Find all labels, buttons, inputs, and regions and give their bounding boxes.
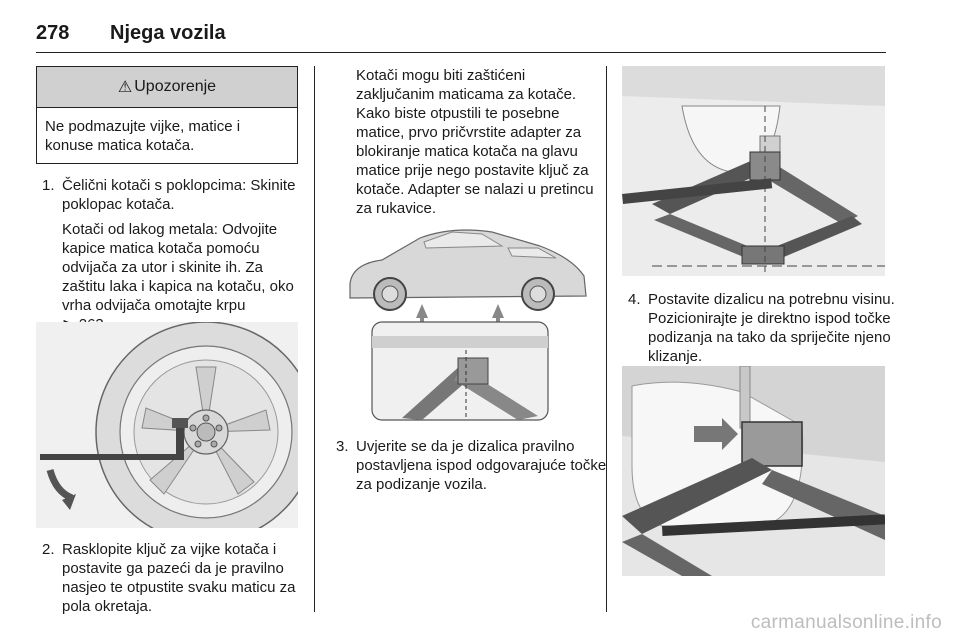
step1-alloy-text: Kotači od lakog metala: Odvojite kapice …: [62, 221, 294, 314]
lock-nut-intro: Kotači mogu biti zaštićeni zaključanim m…: [356, 67, 594, 217]
watermark: carmanualsonline.info: [750, 612, 942, 633]
figure-wheel-wrench: [36, 322, 298, 528]
list-item-3: 3. Uvjerite se da je dizalica pravilno p…: [330, 437, 620, 494]
step1-text: Čelični kotači s poklopcima: Skinite pok…: [62, 177, 296, 213]
figure-car-jack-points: [342, 218, 594, 424]
step3-text: Uvjerite se da je dizalica pravilno post…: [356, 438, 607, 493]
warning-box: ⚠ Upozorenje Ne podmazujte vijke, matice…: [36, 66, 298, 164]
jack-positioned-illustration: [622, 66, 885, 276]
jack-closeup-illustration: [622, 366, 885, 576]
section-title: Njega vozila: [110, 22, 226, 44]
step4-text: Postavite dizalicu na potrebnu visinu. P…: [648, 291, 895, 365]
warning-header: ⚠ Upozorenje: [37, 67, 297, 108]
column-divider: [314, 66, 315, 612]
column-left: ⚠ Upozorenje Ne podmazujte vijke, matice…: [36, 66, 298, 334]
column-middle: Kotači mogu biti zaštićeni zaključanim m…: [330, 66, 594, 218]
list-item-4: 4. Postavite dizalicu na potrebnu visinu…: [622, 290, 913, 366]
warning-triangle-icon: ⚠: [117, 79, 133, 96]
page-header: 278 Njega vozila: [36, 18, 886, 53]
list-number: 4.: [628, 291, 641, 308]
wheel-wrench-illustration: [36, 322, 298, 528]
car-jack-points-illustration: [342, 218, 594, 424]
figure-jack-positioned: [622, 66, 885, 276]
figure-jack-closeup: [622, 366, 885, 576]
list-number: 1.: [42, 177, 55, 194]
list-number: 2.: [42, 541, 55, 558]
step2-text: Rasklopite ključ za vijke kotača i posta…: [62, 541, 296, 615]
list-item-1: 1. Čelični kotači s poklopcima: Skinite …: [36, 176, 298, 334]
list-number: 3.: [336, 438, 349, 455]
column-divider: [606, 66, 607, 612]
page-number: 278: [36, 22, 70, 44]
list-item-2: 2. Rasklopite ključ za vijke kotača i po…: [36, 540, 324, 616]
warning-text: Ne podmazujte vijke, matice i konuse mat…: [45, 118, 241, 154]
warning-title: Upozorenje: [134, 78, 217, 95]
